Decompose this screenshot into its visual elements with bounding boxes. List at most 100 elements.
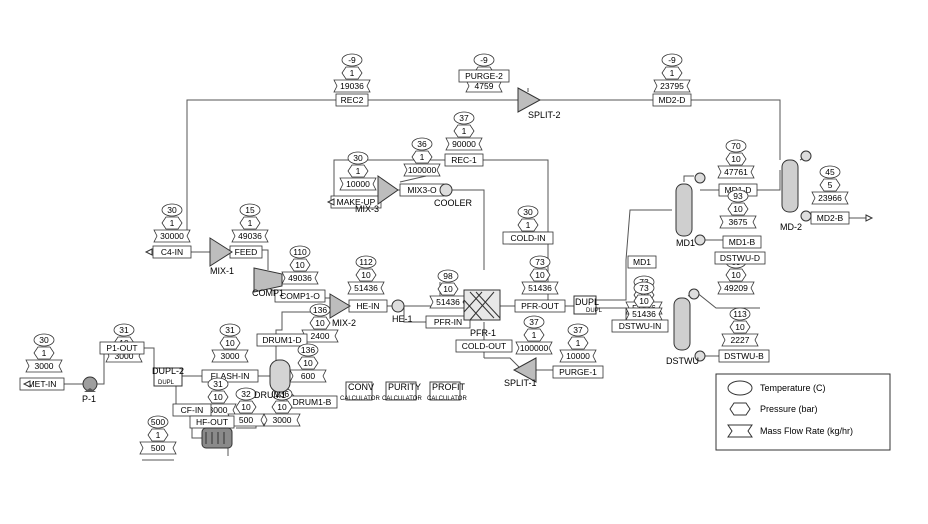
stream-mass-flow-value: 3000 bbox=[115, 351, 134, 361]
dupl-2-block[interactable] bbox=[153, 367, 183, 387]
profit-calculator-label: PROFIT bbox=[432, 382, 466, 392]
stream-name-label: PURGE-2 bbox=[465, 71, 503, 81]
stream-name-8[interactable]: COMP1-O bbox=[274, 289, 326, 303]
mix-1-block[interactable] bbox=[209, 237, 233, 267]
dupl-block[interactable] bbox=[573, 295, 597, 315]
dupl-label: DUPL bbox=[575, 297, 599, 307]
pressure-hexagon bbox=[819, 178, 841, 192]
md1-column-label: MD1 bbox=[676, 238, 695, 248]
cooler-block[interactable] bbox=[439, 183, 453, 197]
stream-name-box bbox=[19, 377, 65, 391]
stream-mass-flow-value: 51436 bbox=[632, 309, 656, 319]
stream-name-6[interactable]: C4-IN bbox=[152, 245, 192, 259]
stream-name-24[interactable]: MD1 bbox=[627, 255, 657, 269]
stream-name-11[interactable]: COLD-IN bbox=[502, 231, 554, 245]
md-2-column-block[interactable] bbox=[781, 150, 812, 222]
temperature-ellipse bbox=[347, 151, 369, 165]
drum1-block[interactable] bbox=[269, 359, 291, 393]
stream-mass-flow-value: 23966 bbox=[818, 193, 842, 203]
stream-name-14[interactable]: PURGE-1 bbox=[552, 365, 604, 379]
stream-name-3[interactable]: REC-1 bbox=[444, 153, 484, 167]
stream-name-box bbox=[502, 231, 554, 245]
stream-name-18[interactable]: P1-OUT bbox=[99, 341, 145, 355]
md1-column-block[interactable] bbox=[675, 172, 706, 246]
stream-name-27[interactable]: MD1-B bbox=[722, 235, 762, 249]
stream-mass-flow-value: 19036 bbox=[340, 81, 364, 91]
stream-name-25[interactable]: DSTWU-IN bbox=[611, 319, 669, 333]
temperature-ellipse bbox=[567, 323, 589, 337]
stream-name-box bbox=[425, 315, 471, 329]
temperature-ellipse bbox=[819, 165, 841, 179]
stream-name-1[interactable]: PURGE-2 bbox=[458, 69, 510, 83]
stream-name-box bbox=[552, 365, 604, 379]
comp1-label: COMP1 bbox=[252, 288, 284, 298]
stream-name-28[interactable]: DSTWU-D bbox=[714, 251, 766, 265]
stream-name-10[interactable]: PFR-IN bbox=[425, 315, 471, 329]
stream-name-0[interactable]: REC2 bbox=[335, 93, 369, 107]
profit-calculator[interactable]: PROFIT CALCULATOR bbox=[427, 381, 467, 402]
comp1-block[interactable] bbox=[253, 267, 283, 293]
stream-name-box bbox=[714, 251, 766, 265]
stream-mass-flow-value: 49036 bbox=[288, 273, 312, 283]
stream-pressure-value: 1 bbox=[356, 166, 361, 176]
purity-calculator-sublabel: CALCULATOR bbox=[382, 396, 422, 402]
stream-mass-flow-value: 3675 bbox=[729, 217, 748, 227]
stream-temperature-value: 31 bbox=[119, 325, 129, 335]
stream-name-20[interactable]: CF-IN bbox=[172, 403, 212, 417]
pressure-hexagon bbox=[347, 164, 369, 178]
legend-mass-flow-label: Mass Flow Rate (kg/hr) bbox=[760, 426, 853, 436]
stream-name-29[interactable]: DSTWU-B bbox=[718, 349, 770, 363]
split-2-block[interactable] bbox=[517, 87, 542, 113]
mix-3-block[interactable] bbox=[377, 175, 399, 205]
stream-name-7[interactable]: FEED bbox=[229, 245, 263, 259]
stream-name-16[interactable]: DRUM1-B bbox=[286, 395, 338, 409]
purity-calculator[interactable]: PURITY CALCULATOR bbox=[382, 381, 422, 402]
stream-name-box bbox=[99, 341, 145, 355]
stream-name-5[interactable]: MIX3-O bbox=[399, 183, 445, 197]
hf-cf-exchanger-block[interactable] bbox=[201, 427, 233, 449]
stream-name-30[interactable]: MD2-B bbox=[810, 211, 850, 225]
pfr-1-block[interactable] bbox=[463, 289, 501, 321]
he-1-block[interactable] bbox=[391, 299, 405, 313]
stream-name-label: FLASH-IN bbox=[211, 371, 250, 381]
stream-name-19[interactable]: MET-IN bbox=[19, 377, 65, 391]
split-1-block[interactable] bbox=[512, 357, 537, 383]
stream-name-21[interactable]: HF-OUT bbox=[189, 415, 235, 429]
stream-name-9[interactable]: HE-IN bbox=[348, 299, 388, 313]
conv-calculator[interactable]: CONV CALCULATOR bbox=[340, 381, 380, 402]
temperature-ellipse bbox=[219, 323, 241, 337]
stream-name-2[interactable]: MD2-D bbox=[652, 93, 692, 107]
pressure-hexagon bbox=[161, 216, 183, 230]
pressure-hexagon bbox=[661, 66, 683, 80]
stream-name-15[interactable]: DRUM1-D bbox=[256, 333, 308, 347]
mix-2-block[interactable] bbox=[329, 293, 351, 319]
stream-name-13[interactable]: COLD-OUT bbox=[455, 339, 513, 353]
stream-name-label: HF-OUT bbox=[196, 417, 228, 427]
stream-name-12[interactable]: PFR-OUT bbox=[514, 299, 566, 313]
dstwu-column-block[interactable] bbox=[673, 288, 706, 362]
